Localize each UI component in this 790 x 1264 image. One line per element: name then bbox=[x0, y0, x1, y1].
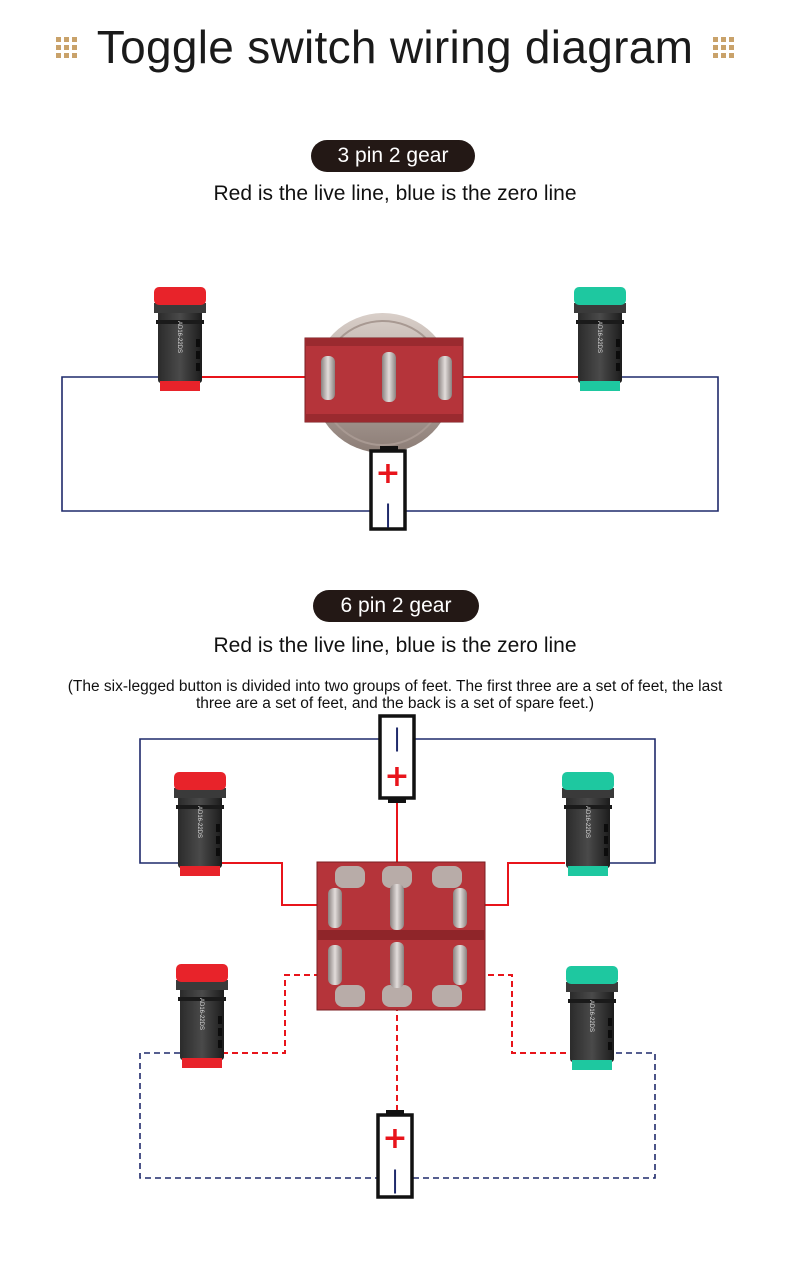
section1-label: 3 pin 2 gear bbox=[311, 140, 475, 172]
neutral-wire-dashed bbox=[413, 1052, 656, 1179]
battery-plus-label: + bbox=[384, 759, 409, 794]
live-wire bbox=[222, 862, 333, 906]
lamp-model-label: AD16-22DS bbox=[596, 321, 602, 353]
neutral-wire-dashed bbox=[139, 1052, 377, 1179]
battery-2: | + bbox=[378, 714, 416, 803]
section1-subtitle: Red is the live line, blue is the zero l… bbox=[213, 182, 577, 205]
indicator-lamp-red: AD16-22DS bbox=[176, 964, 228, 1068]
section2-note: (The six-legged button is divided into t… bbox=[67, 678, 723, 712]
section2-subtitle: Red is the live line, blue is the zero l… bbox=[213, 634, 577, 657]
lamp-model-label: AD16-22DS bbox=[584, 806, 590, 838]
lamp-model-label: AD16-22DS bbox=[588, 1000, 594, 1032]
toggle-switch-3pin bbox=[304, 313, 464, 453]
lamp-model-label: AD16-22DS bbox=[176, 321, 182, 353]
live-wire-dashed bbox=[458, 974, 568, 1054]
battery-minus-label: | bbox=[391, 1166, 399, 1194]
indicator-lamp-red: AD16-22DS bbox=[174, 772, 226, 876]
page-title: Toggle switch wiring diagram bbox=[96, 21, 694, 73]
battery-plus-label: + bbox=[375, 456, 400, 491]
indicator-lamp-green: AD16-22DS bbox=[574, 287, 626, 391]
lamp-model-label: AD16-22DS bbox=[196, 806, 202, 838]
live-wire-dashed bbox=[222, 974, 333, 1054]
battery-plus-label: + bbox=[382, 1121, 407, 1156]
neutral-wire bbox=[404, 376, 719, 512]
neutral-wire bbox=[139, 738, 380, 864]
header: Toggle switch wiring diagram bbox=[0, 14, 790, 80]
battery-minus-label: | bbox=[384, 500, 392, 528]
lamp-model-label: AD16-22DS bbox=[198, 998, 204, 1030]
indicator-lamp-green: AD16-22DS bbox=[562, 772, 614, 876]
neutral-wire bbox=[414, 738, 656, 864]
battery-minus-label: | bbox=[393, 724, 401, 752]
decor-dots-right-icon bbox=[713, 36, 735, 58]
section2-label: 6 pin 2 gear bbox=[313, 590, 479, 622]
indicator-lamp-red: AD16-22DS bbox=[154, 287, 206, 391]
toggle-switch-6pin bbox=[316, 861, 486, 1011]
decor-dots-left-icon bbox=[55, 36, 77, 58]
neutral-wire bbox=[61, 376, 374, 512]
battery-1: + | bbox=[369, 446, 407, 531]
battery-3: + | bbox=[376, 1110, 414, 1199]
indicator-lamp-green: AD16-22DS bbox=[566, 966, 618, 1070]
